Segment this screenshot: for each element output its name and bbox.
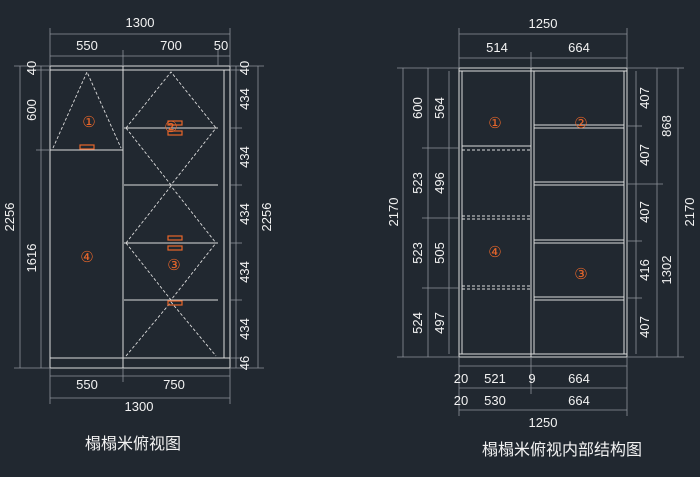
left-bottom-b: 750 — [163, 377, 185, 392]
right-label-3: ③ — [574, 266, 587, 283]
right-left-inner-4: 497 — [432, 312, 447, 334]
right-compartment-1 — [461, 70, 532, 147]
right-left-inner-3: 505 — [432, 242, 447, 264]
right-top-total: 1250 — [529, 16, 558, 31]
right-bottom1-d: 664 — [568, 371, 590, 386]
left-lid3a-dashed — [125, 185, 217, 244]
right-label-1: ① — [488, 115, 501, 132]
left-right-dim-5: 434 — [237, 261, 252, 283]
right-right-outer-1: 868 — [659, 115, 674, 137]
right-top-a: 514 — [486, 40, 508, 55]
left-side-b: 600 — [24, 99, 39, 121]
left-right-total: 2256 — [259, 203, 274, 232]
handle-icon — [167, 120, 183, 126]
right-outer-frame — [458, 67, 628, 358]
left-label-4: ④ — [80, 249, 93, 266]
right-bottom1-a: 20 — [454, 371, 468, 386]
right-left-outer-2: 523 — [410, 172, 425, 194]
handle-icon — [167, 235, 183, 241]
right-label-2: ② — [574, 115, 587, 132]
left-label-3: ③ — [167, 257, 180, 274]
left-caption: 榻榻米俯视图 — [85, 434, 181, 453]
left-bottom-a: 550 — [76, 377, 98, 392]
handle-icon — [167, 130, 183, 136]
right-top-b: 664 — [568, 40, 590, 55]
left-lid2a-dashed — [125, 71, 217, 129]
right-right-inner-2: 407 — [637, 144, 652, 166]
left-right-dim-4: 434 — [237, 203, 252, 225]
left-right-dim-2: 434 — [237, 88, 252, 110]
right-label-4: ④ — [488, 244, 501, 261]
left-lid1-dashed — [52, 70, 122, 149]
right-right-inner-1: 407 — [637, 87, 652, 109]
left-label-1: ① — [82, 114, 95, 131]
right-right-total: 2170 — [682, 198, 697, 227]
right-right-inner-3: 407 — [637, 201, 652, 223]
left-label-2: ② — [164, 119, 177, 136]
left-bottom-total: 1300 — [125, 399, 154, 414]
right-left-outer-4: 524 — [410, 312, 425, 334]
right-bottom2-a: 20 — [454, 393, 468, 408]
right-bottom1-c: 9 — [528, 371, 535, 386]
right-right-inner-5: 407 — [637, 316, 652, 338]
left-side-a: 40 — [24, 61, 39, 75]
left-lid4-dashed — [125, 301, 217, 357]
right-bottom2-b: 530 — [484, 393, 506, 408]
left-right-dim-3: 434 — [237, 146, 252, 168]
left-lid3b-dashed — [125, 242, 217, 301]
left-right-dim-1: 40 — [237, 61, 252, 75]
handle-icon — [167, 245, 183, 251]
right-left-total: 2170 — [386, 198, 401, 227]
left-right-dim-6: 434 — [237, 318, 252, 340]
right-bottom-total: 1250 — [529, 415, 558, 430]
left-plan-view: ① ② ③ ④ 1300 550 700 50 2256 40 600 1616 — [2, 15, 274, 453]
left-top-total: 1300 — [126, 15, 155, 30]
right-right-outer-2: 1302 — [659, 256, 674, 285]
left-top-c: 50 — [214, 38, 228, 53]
left-right-dim-7: 46 — [237, 356, 252, 370]
left-side-total: 2256 — [2, 203, 17, 232]
right-right-inner-4: 416 — [637, 259, 652, 281]
left-side-c: 1616 — [24, 244, 39, 273]
right-left-outer-1: 600 — [410, 97, 425, 119]
right-bottom2-c: 664 — [568, 393, 590, 408]
left-top-a: 550 — [76, 38, 98, 53]
right-left-inner-1: 564 — [432, 97, 447, 119]
left-top-b: 700 — [160, 38, 182, 53]
right-bottom1-b: 521 — [484, 371, 506, 386]
right-structure-view: ① ② ③ ④ 1250 514 664 2170 600 523 523 52… — [386, 16, 697, 459]
handle-icon — [167, 300, 183, 306]
left-outer-frame — [49, 65, 231, 369]
handle-icon — [79, 144, 95, 150]
left-lid2b-dashed — [125, 127, 217, 186]
right-left-outer-3: 523 — [410, 242, 425, 264]
right-caption: 榻榻米俯视内部结构图 — [482, 440, 642, 459]
right-left-inner-2: 496 — [432, 172, 447, 194]
